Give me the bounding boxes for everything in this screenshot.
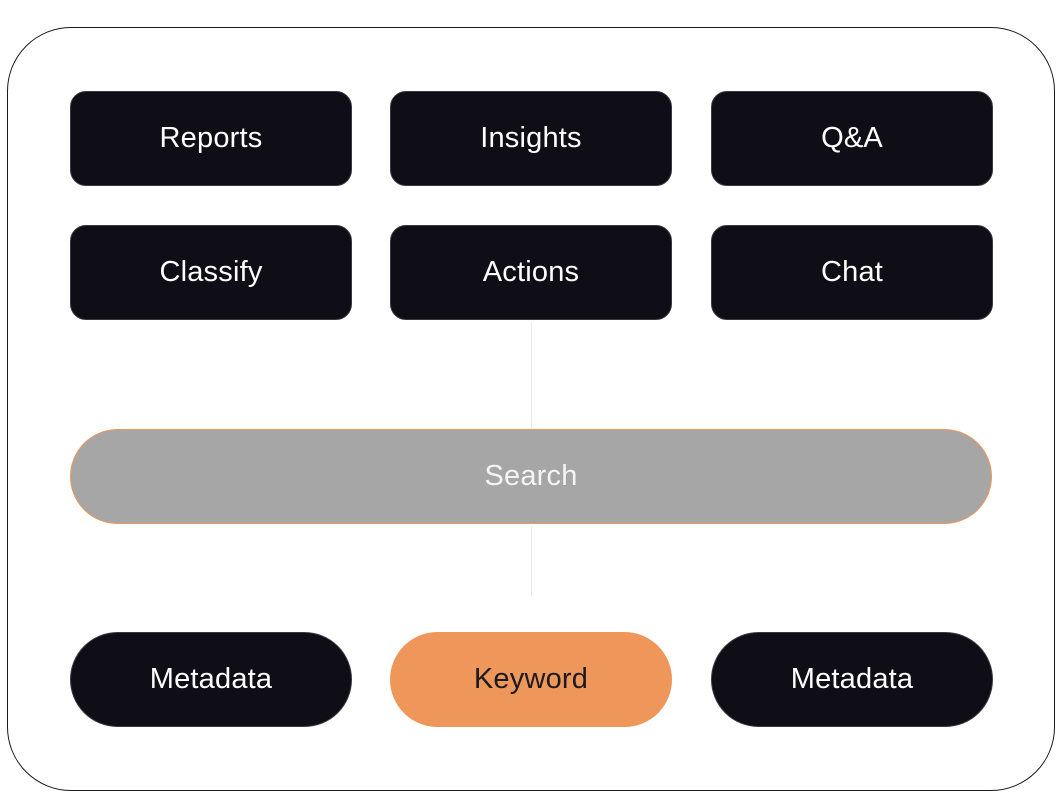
search-bar: Search bbox=[70, 429, 992, 524]
insights-box: Insights bbox=[390, 91, 672, 186]
qa-label: Q&A bbox=[821, 122, 883, 154]
reports-box: Reports bbox=[70, 91, 352, 186]
reports-label: Reports bbox=[159, 122, 263, 154]
classify-box: Classify bbox=[70, 225, 352, 320]
keyword-label: Keyword bbox=[473, 663, 589, 695]
connector-line-upper bbox=[531, 322, 532, 428]
classify-label: Classify bbox=[159, 256, 263, 288]
chat-box: Chat bbox=[711, 225, 993, 320]
keyword-pill: Keyword bbox=[390, 632, 672, 727]
search-label: Search bbox=[484, 460, 578, 492]
qa-box: Q&A bbox=[711, 91, 993, 186]
metadata-pill-left: Metadata bbox=[70, 632, 352, 727]
actions-label: Actions bbox=[482, 256, 580, 288]
chat-label: Chat bbox=[820, 256, 884, 288]
metadata-right-label: Metadata bbox=[790, 663, 914, 695]
connector-line-lower bbox=[531, 526, 532, 596]
metadata-left-label: Metadata bbox=[149, 663, 273, 695]
insights-label: Insights bbox=[480, 122, 582, 154]
actions-box: Actions bbox=[390, 225, 672, 320]
metadata-pill-right: Metadata bbox=[711, 632, 993, 727]
